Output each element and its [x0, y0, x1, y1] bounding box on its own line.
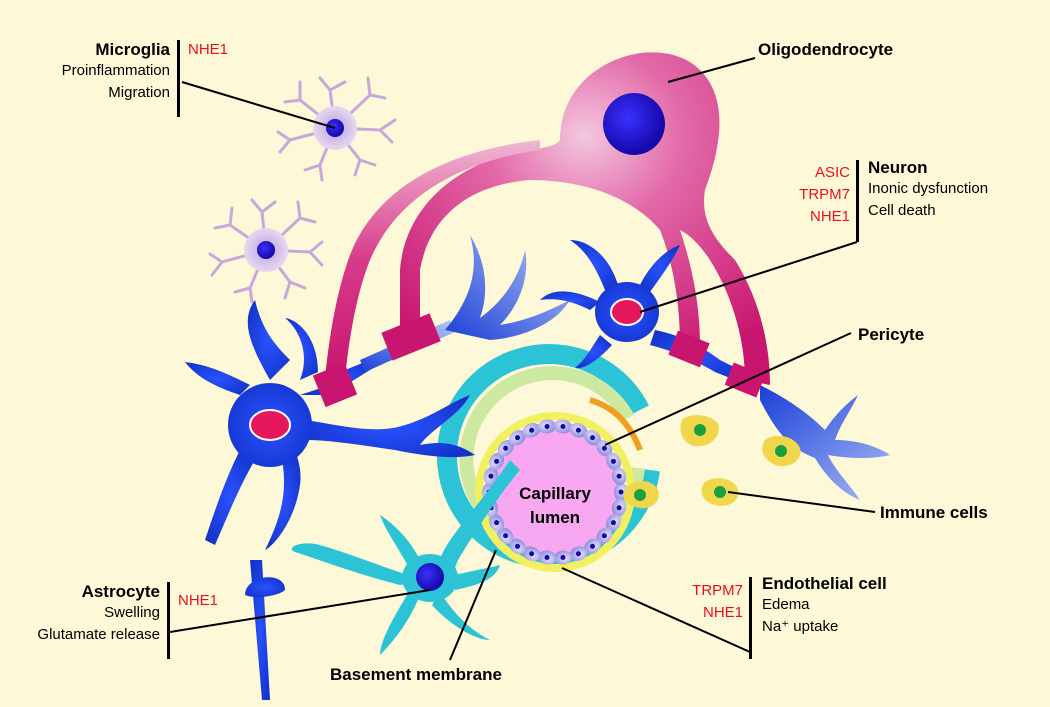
- endothelial-nucleus: [544, 423, 550, 429]
- neuron-pointer: [639, 241, 858, 313]
- microglia-bar: [177, 40, 180, 117]
- microglia-pointer: [181, 81, 336, 129]
- endothelial-nucleus: [560, 555, 566, 561]
- neuron-channel-2: TRPM7: [799, 186, 850, 203]
- pericyte-title: Pericyte: [858, 325, 925, 344]
- endothelial-nucleus: [515, 435, 521, 441]
- endothelial-nucleus: [610, 458, 616, 464]
- endothelial-title: Endothelial cell: [762, 574, 887, 593]
- neuron-effect-1: Inonic dysfunction: [868, 180, 989, 197]
- endothelial-nucleus: [494, 458, 500, 464]
- neuron-bar: [856, 160, 859, 242]
- endothelial-nucleus: [616, 505, 622, 511]
- neuron-right-axon: [760, 385, 890, 500]
- astrocyte-effect-2: Glutamate release: [37, 626, 160, 643]
- neuron-left-nucleus: [249, 409, 291, 441]
- microglia-channel-1: NHE1: [188, 41, 229, 58]
- pointer-lines: [169, 57, 876, 661]
- neuron-effect-2: Cell death: [868, 202, 936, 219]
- oligodendrocyte-nucleus: [603, 93, 665, 155]
- endothelial-nucleus: [515, 543, 521, 549]
- neuron-label-group: Neuron Inonic dysfunction Cell death: [868, 158, 988, 222]
- endothelial-channels: TRPM7 NHE1: [650, 580, 743, 624]
- capillary-lumen-label: Capillary lumen: [495, 482, 615, 530]
- myelin-sheaths: [312, 313, 766, 408]
- astrocyte-channel-1: NHE1: [178, 592, 219, 609]
- oligodendrocyte-cell: [325, 52, 770, 386]
- endothelial-nucleus: [529, 551, 535, 557]
- endothelial-effect-2: Na⁺ uptake: [762, 618, 839, 635]
- endothelial-nucleus: [575, 551, 581, 557]
- neuron-right-nucleus: [610, 298, 644, 326]
- endothelial-cells: [482, 419, 628, 565]
- endothelial-nucleus: [601, 533, 607, 539]
- oligodendrocyte-pointer: [667, 57, 756, 83]
- capillary-line-1: Capillary: [519, 484, 591, 503]
- pericyte-pointer: [604, 332, 852, 446]
- endothelial-nucleus: [589, 543, 595, 549]
- immune-pointer: [727, 491, 876, 513]
- endothelial-nucleus: [503, 445, 509, 451]
- basement-pointer: [449, 549, 497, 661]
- astrocyte-title: Astrocyte: [81, 582, 160, 601]
- endothelial-nucleus: [544, 555, 550, 561]
- endothelial-nucleus: [575, 427, 581, 433]
- neuron-channel-3: NHE1: [809, 208, 850, 225]
- endothelial-nucleus: [560, 423, 566, 429]
- oligodendrocyte-title: Oligodendrocyte: [758, 40, 894, 59]
- endothelial-channel-2: NHE1: [702, 604, 743, 621]
- astrocyte-effect-1: Swelling: [104, 604, 160, 621]
- endothelial-nucleus: [529, 427, 535, 433]
- microglia-bottom-nucleus: [257, 241, 275, 259]
- endothelial-nucleus: [616, 473, 622, 479]
- microglia-title: Microglia: [95, 40, 170, 59]
- neuron-channel-1: ASIC: [814, 164, 850, 181]
- endothelial-nucleus: [488, 473, 494, 479]
- neuron-channels: ASIC TRPM7 NHE1: [760, 162, 850, 228]
- microglia-effect-2: Migration: [108, 84, 170, 101]
- capillary-line-2: lumen: [529, 508, 581, 527]
- endothelial-bar: [749, 577, 752, 659]
- endothelial-pointer: [561, 567, 751, 653]
- endothelial-effect-1: Edema: [762, 596, 810, 613]
- microglia-effect-1: Proinflammation: [61, 62, 170, 79]
- immune-title: Immune cells: [880, 503, 988, 522]
- endothelial-nucleus: [610, 520, 616, 526]
- astrocyte-cell: [291, 460, 520, 655]
- immune-cells: [623, 415, 801, 509]
- astrocyte-nucleus: [416, 563, 444, 591]
- endothelial-nucleus: [618, 489, 624, 495]
- astrocyte-bar: [167, 582, 170, 659]
- endothelial-nucleus: [494, 520, 500, 526]
- endothelial-nucleus: [503, 533, 509, 539]
- astrocyte-label-group: Astrocyte Swelling Glutamate release: [0, 582, 160, 646]
- endothelial-label-group: Endothelial cell Edema Na⁺ uptake: [762, 574, 887, 638]
- endothelial-nucleus: [589, 435, 595, 441]
- neuron-title: Neuron: [868, 158, 928, 177]
- microglia-label-group: Microglia Proinflammation Migration: [0, 40, 170, 104]
- basement-membrane-title: Basement membrane: [330, 665, 502, 684]
- endothelial-channel-1: TRPM7: [692, 582, 743, 599]
- endothelial-nucleus: [601, 445, 607, 451]
- astrocyte-pointer: [169, 589, 431, 633]
